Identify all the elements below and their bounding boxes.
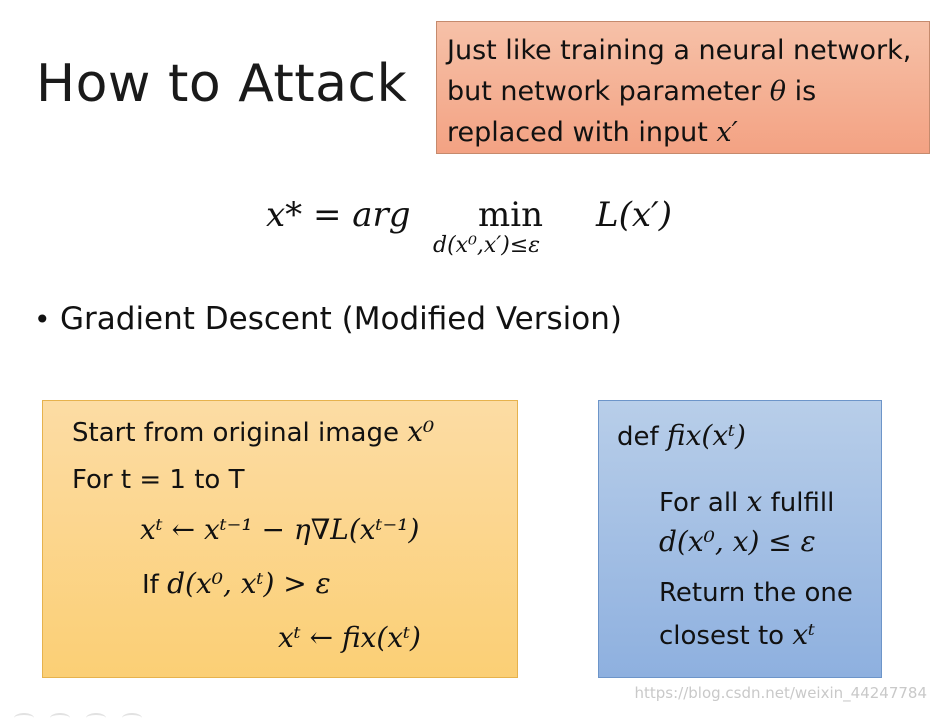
note-line-1: Just like training a neural network, (447, 30, 919, 71)
note-line-1-text: Just like training a neural network, (447, 35, 912, 66)
fix-line-5: closest to xᵗ (659, 618, 815, 651)
algorithm-fix-call: xᵗ ← fix(xᵗ) (278, 621, 421, 654)
fix-line-4: Return the one (659, 578, 853, 608)
fix-line-2-text-a: For all (659, 488, 747, 518)
note-line-3: replaced with input x′ (447, 112, 919, 153)
watermark: https://blog.csdn.net/weixin_44247784 (634, 684, 927, 702)
algorithm-condition-math: d(x⁰, xᵗ) > ε (167, 567, 331, 600)
note-input-symbol: x′ (716, 117, 738, 148)
note-theta-symbol: θ (769, 76, 787, 107)
note-callout: Just like training a neural network, but… (436, 21, 930, 154)
bullet-dot-icon: • (34, 303, 51, 336)
fix-line-2-math: x (746, 485, 763, 518)
fix-line-1: def fix(xᵗ) (617, 419, 746, 452)
algorithm-line-5: xᵗ ← fix(xᵗ) (278, 621, 421, 654)
formula-min: min (478, 195, 544, 235)
fix-line-2: For all x fulfill (659, 485, 834, 518)
formula-constraint: d(x⁰,x′)≤ε (433, 233, 541, 258)
fix-constraint: d(x⁰, x) ≤ ε (659, 525, 816, 558)
bullet-item: • Gradient Descent (Modified Version) (34, 301, 622, 338)
note-line-2-prefix: but network parameter (447, 76, 770, 107)
fix-line-2-text-b: fulfill (762, 488, 835, 518)
bullet-text: Gradient Descent (Modified Version) (60, 301, 622, 337)
note-line-3-prefix: replaced with input (447, 117, 717, 148)
algorithm-line-1-text: Start from original image (72, 418, 408, 448)
algorithm-box: Start from original image x⁰ For t = 1 t… (42, 400, 518, 678)
fix-line-1-text: def (617, 422, 667, 452)
algorithm-line-2-text: For t = 1 to T (72, 465, 245, 495)
fix-definition-box: def fix(xᵗ) For all x fulfill d(x⁰, x) ≤… (598, 400, 882, 678)
algorithm-line-1-math: x⁰ (407, 415, 435, 448)
algorithm-line-3: xᵗ ← xᵗ⁻¹ − η∇L(xᵗ⁻¹) (140, 513, 419, 546)
algorithm-line-4: If d(x⁰, xᵗ) > ε (142, 567, 331, 600)
decor-mark (122, 713, 142, 723)
fix-line-3: d(x⁰, x) ≤ ε (659, 525, 816, 558)
decor-mark (86, 713, 106, 723)
fix-signature: fix(xᵗ) (666, 419, 746, 452)
attack-objective-formula: x* = arg min d(x⁰,x′)≤ε L(x′) (266, 195, 696, 275)
algorithm-update-formula: xᵗ ← xᵗ⁻¹ − η∇L(xᵗ⁻¹) (140, 513, 420, 546)
decor-mark (14, 713, 34, 723)
algorithm-line-4-text: If (142, 570, 168, 600)
note-line-2: but network parameter θ is (447, 71, 919, 112)
formula-main: x* = arg (266, 195, 411, 235)
algorithm-line-2: For t = 1 to T (72, 465, 244, 495)
algorithm-line-1: Start from original image x⁰ (72, 415, 434, 448)
formula-objective: L(x′) (596, 195, 673, 235)
slide-title: How to Attack (36, 54, 408, 114)
fix-line-5-text: closest to (659, 621, 793, 651)
decor-mark (50, 713, 70, 723)
bottom-decorative-marks (14, 708, 194, 716)
fix-line-4-text: Return the one (659, 578, 853, 608)
note-line-2-suffix: is (786, 76, 817, 107)
fix-line-5-math: xᵗ (792, 618, 816, 651)
